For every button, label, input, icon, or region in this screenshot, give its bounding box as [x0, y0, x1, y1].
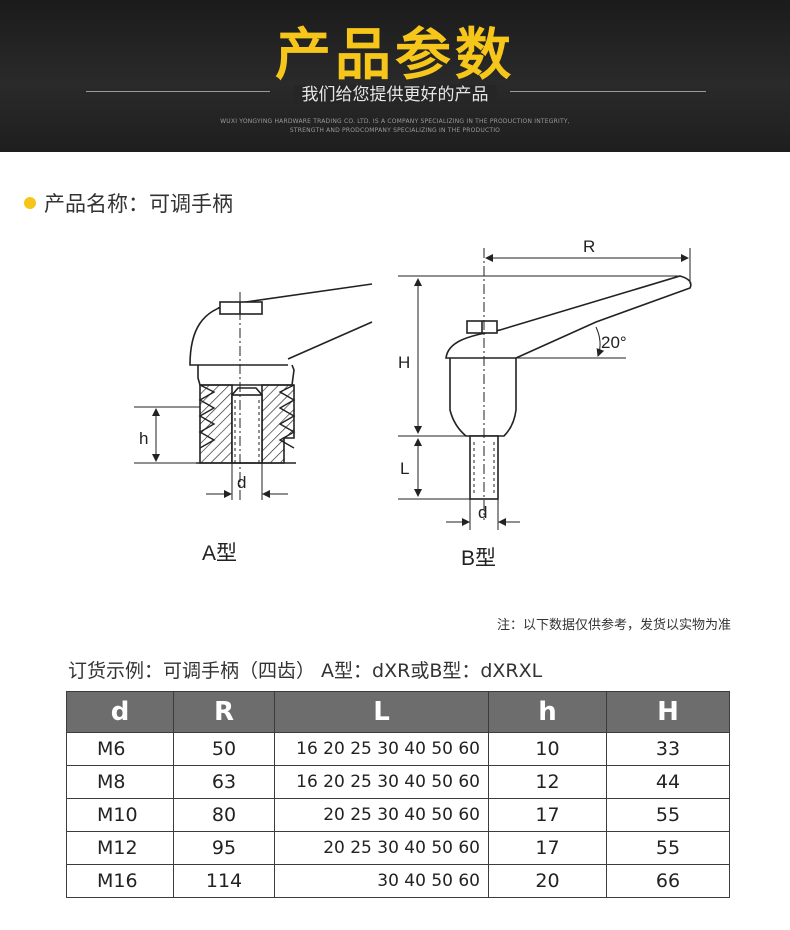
cell-r: 80: [173, 798, 275, 832]
dim-d-b-label: d: [478, 503, 487, 522]
dim-l-label: L: [400, 459, 409, 478]
header-r: R: [173, 691, 275, 733]
header-l: L: [274, 691, 489, 733]
table-row: M6 50 16 20 25 30 40 50 60 10 33: [66, 732, 730, 766]
type-a-drawing: [189, 283, 373, 464]
cell-h-big: 55: [606, 831, 730, 865]
reference-note: 注：以下数据仅供参考，发货以实物为准: [497, 618, 732, 633]
technical-drawing: h d A型 R H 20°: [134, 237, 692, 570]
banner-tagline-2: STRENGTH AND PRODCOMPANY SPECIALIZING IN…: [289, 127, 501, 134]
banner-tagline-1: WUXI YONGYING HARDWARE TRADING CO. LTD. …: [220, 118, 570, 125]
banner-rule-left: [86, 91, 270, 92]
cell-l: 20 25 30 40 50 60: [274, 831, 489, 865]
cell-h-big: 44: [606, 765, 730, 799]
cell-l: 30 40 50 60: [274, 864, 489, 898]
cell-h-big: 55: [606, 798, 730, 832]
header-h-small: h: [488, 691, 607, 733]
dim-l: [398, 438, 470, 500]
cell-r: 50: [173, 732, 275, 766]
dim-angle-label: 20°: [601, 333, 627, 352]
cell-d: M8: [66, 765, 174, 799]
product-name-label: 产品名称：可调手柄: [44, 192, 233, 216]
order-example: 订货示例：可调手柄（四齿） A型：dXR或B型：dXRXL: [68, 660, 543, 682]
banner-subtitle: 我们给您提供更好的产品: [0, 80, 790, 105]
cell-r: 114: [173, 864, 275, 898]
dim-r-label: R: [583, 237, 595, 256]
header-banner: 产品参数 我们给您提供更好的产品 WUXI YONGYING HARDWARE …: [0, 0, 790, 152]
banner-title: 产品参数: [275, 23, 515, 88]
spec-table: d R L h H M6 50 16 20 25 30 40 50 60 10 …: [66, 691, 730, 898]
dim-d-a: [206, 463, 288, 500]
cell-d: M12: [66, 831, 174, 865]
table-row: M8 63 16 20 25 30 40 50 60 12 44: [66, 765, 730, 799]
cell-r: 63: [173, 765, 275, 799]
cell-h-small: 12: [488, 765, 607, 799]
type-b-drawing: [445, 275, 692, 500]
bullet-icon: [24, 197, 36, 209]
dim-d-a-label: d: [237, 473, 246, 492]
table-header-row: d R L h H: [66, 691, 730, 733]
table-row: M12 95 20 25 30 40 50 60 17 55: [66, 831, 730, 865]
table-row: M16 114 30 40 50 60 20 66: [66, 864, 730, 898]
header-d: d: [66, 691, 174, 733]
cell-h-big: 33: [606, 732, 730, 766]
cell-h-small: 17: [488, 831, 607, 865]
header-h-big: H: [606, 691, 730, 733]
cell-l: 16 20 25 30 40 50 60: [274, 765, 489, 799]
cell-d: M10: [66, 798, 174, 832]
type-b-label: B型: [461, 547, 496, 570]
dim-h-small-label: h: [139, 429, 148, 448]
cell-l: 20 25 30 40 50 60: [274, 798, 489, 832]
table-row: M10 80 20 25 30 40 50 60 17 55: [66, 798, 730, 832]
cell-h-big: 66: [606, 864, 730, 898]
dim-h-small: [134, 406, 200, 464]
cell-h-small: 17: [488, 798, 607, 832]
cell-l: 16 20 25 30 40 50 60: [274, 732, 489, 766]
product-name: 产品名称：可调手柄: [24, 188, 233, 218]
banner-rule-right: [510, 91, 706, 92]
type-a-label: A型: [202, 542, 237, 565]
cell-d: M16: [66, 864, 174, 898]
dim-h-big: [398, 275, 680, 437]
dim-h-big-label: H: [398, 353, 410, 372]
cell-h-small: 10: [488, 732, 607, 766]
cell-d: M6: [66, 732, 174, 766]
dim-r: [485, 248, 691, 284]
dim-d-b: [446, 499, 520, 530]
cell-r: 95: [173, 831, 275, 865]
dim-angle: [516, 326, 626, 359]
cell-h-small: 20: [488, 864, 607, 898]
